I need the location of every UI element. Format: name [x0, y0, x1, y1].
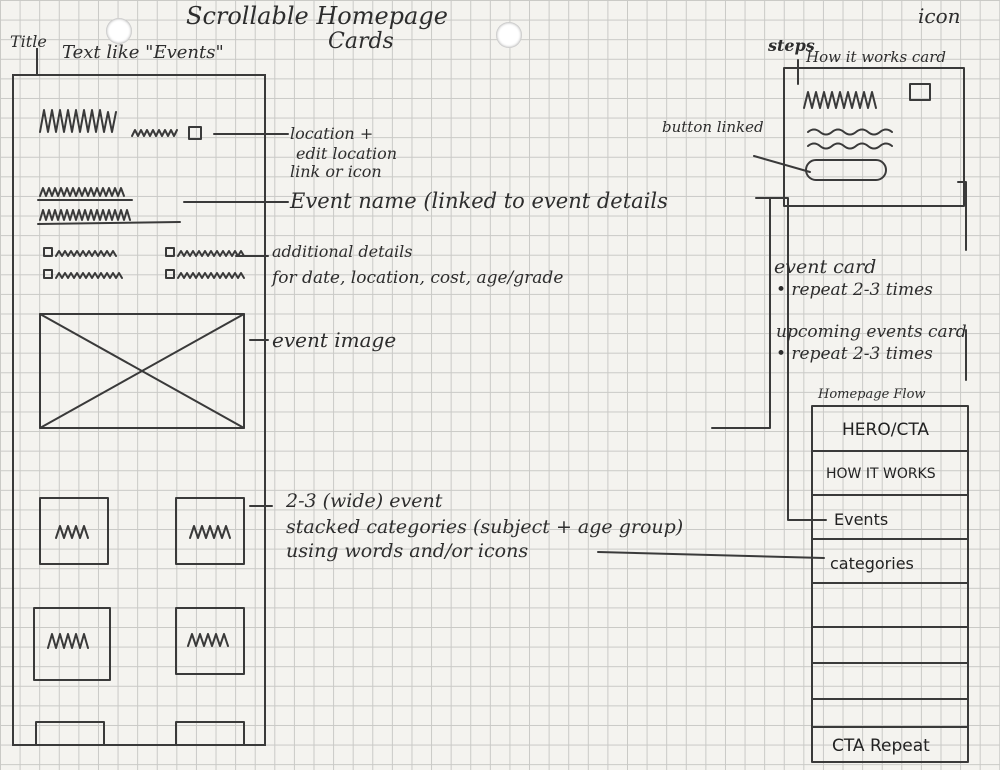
how-it-works-card	[783, 67, 965, 207]
icon-label: icon	[918, 4, 961, 28]
category-tile-4	[175, 607, 245, 675]
detail-scribble-3	[55, 272, 123, 279]
details-annotation-2: for date, location, cost, age/grade	[272, 268, 564, 288]
edit-location-icon	[188, 126, 202, 140]
detail-scribble-4	[177, 272, 245, 279]
steps-bracket	[957, 181, 967, 251]
button-linked-label: button linked	[662, 118, 764, 136]
categories-annotation-3: using words and/or icons	[286, 540, 529, 562]
flow-row-events: Events	[812, 494, 968, 538]
button-linked-connector	[753, 155, 811, 173]
homepage-flow-title: Homepage Flow	[818, 387, 926, 402]
detail-icon-2	[165, 247, 175, 257]
event-name-annotation: Event name (linked to event details	[290, 189, 668, 213]
event-card-repeat-note: • repeat 2-3 times	[776, 280, 933, 300]
detail-scribble-2	[177, 250, 245, 257]
page-title: Scrollable Homepage	[186, 2, 448, 30]
flow-row-label: CTA Repeat	[832, 736, 930, 756]
category-tile-6-top	[175, 721, 245, 745]
event-bracket-flow-link	[769, 197, 827, 521]
flow-row-how-it-works: HOW IT WORKS	[812, 450, 968, 494]
steps-label: steps	[768, 36, 815, 55]
flow-row-empty-4	[812, 698, 968, 726]
category-tile-5-top	[35, 721, 105, 745]
flow-row-empty-3	[812, 662, 968, 698]
flow-row-empty-2	[812, 626, 968, 662]
event-name-scribble-1	[39, 187, 125, 197]
category-tile-3	[33, 607, 111, 681]
event-card-note: event card	[774, 256, 877, 278]
event-image-annotation: event image	[272, 328, 397, 352]
flow-row-cta-repeat: CTA Repeat	[812, 726, 968, 762]
flow-categories-connector	[597, 551, 825, 559]
categories-annotation-1: 2-3 (wide) event	[286, 490, 443, 512]
flow-row-label: categories	[830, 554, 914, 573]
event-name-underline-2	[37, 221, 181, 225]
phone-frame	[12, 74, 266, 746]
event-image-cross-2	[39, 313, 245, 429]
how-it-works-header: How it works card	[806, 48, 947, 66]
steps-wave-1	[807, 128, 893, 136]
flow-row-label: Events	[834, 510, 889, 529]
flow-row-label: HERO/CTA	[842, 420, 930, 440]
detail-icon-4	[165, 269, 175, 279]
upcoming-card-repeat-note: • repeat 2-3 times	[776, 344, 933, 364]
location-annotation-1: location +	[290, 124, 374, 143]
flow-row-label: HOW IT WORKS	[826, 466, 936, 482]
detail-icon-1	[43, 247, 53, 257]
location-annotation-2: edit location	[296, 144, 398, 163]
phone-title-label: Title	[10, 32, 47, 51]
location-small-scribble	[131, 129, 178, 137]
binder-hole-1	[106, 18, 132, 44]
detail-icon-3	[43, 269, 53, 279]
location-scribble	[39, 109, 117, 133]
event-name-scribble-2	[39, 209, 131, 221]
flow-row-categories: categories	[812, 538, 968, 582]
binder-hole-2	[496, 22, 522, 48]
flow-row-hero: HERO/CTA	[812, 406, 968, 450]
category-tile-2	[175, 497, 245, 565]
event-image-placeholder	[39, 313, 245, 429]
category-tile-1	[39, 497, 109, 565]
event-bracket	[711, 197, 771, 429]
flow-row-empty-1	[812, 582, 968, 626]
steps-cta-button	[805, 159, 887, 181]
details-annotation-1: additional details	[272, 242, 413, 261]
upcoming-card-note: upcoming events card	[776, 322, 967, 342]
title-tick	[36, 48, 38, 74]
page-subtitle: Cards	[328, 29, 394, 54]
steps-wave-2	[807, 142, 893, 150]
homepage-flow-frame	[811, 405, 969, 763]
detail-scribble-1	[55, 250, 117, 257]
steps-scribble	[803, 91, 877, 109]
steps-icon	[909, 83, 931, 101]
phone-text-label: Text like "Events"	[62, 42, 224, 63]
location-annotation-3: link or icon	[290, 162, 382, 181]
categories-annotation-2: stacked categories (subject + age group)	[286, 516, 684, 538]
